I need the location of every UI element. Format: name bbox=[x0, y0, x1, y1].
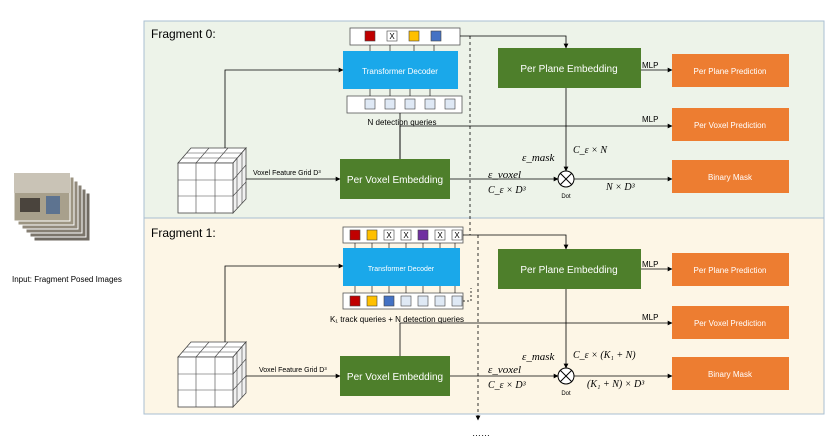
fragment-0-eps-mask: ε_mask bbox=[522, 152, 556, 164]
fragment-1-mask-dim: C_ε × (K₁ + N) bbox=[573, 350, 636, 361]
fragment-1-input-queries-token bbox=[417, 295, 429, 307]
fragment-1-voxel-grid-cube bbox=[177, 340, 247, 409]
fragment-1-input-queries-token bbox=[349, 295, 361, 307]
fragment-0-decoder-label: Transformer Decoder bbox=[362, 67, 438, 76]
fragment-1-voxel-prediction bbox=[672, 306, 789, 339]
fragment-0: Fragment 0: X Transformer Decoder N dete… bbox=[151, 27, 789, 215]
fragment-1-input-queries-token bbox=[366, 295, 378, 307]
fragment-1-per-plane-embedding bbox=[498, 249, 641, 289]
fragment-0-plane-prediction-label: Per Plane Prediction bbox=[694, 67, 767, 76]
fragment-1-mlp-plane-label: MLP bbox=[642, 260, 658, 269]
fragment-0-detection-queries-token bbox=[384, 98, 396, 110]
fragment-0-eps-voxel: ε_voxel bbox=[488, 169, 521, 181]
fragment-1-eps-voxel: ε_voxel bbox=[488, 364, 521, 376]
fragment-1-per-voxel-embedding bbox=[340, 356, 450, 396]
input-image-stack bbox=[13, 172, 91, 242]
fragment-1-input-queries-token bbox=[434, 295, 446, 307]
fragment-1-binary-mask bbox=[672, 357, 789, 390]
fragment-0-output-queries-token bbox=[430, 30, 442, 42]
fragment-1-input-queries bbox=[349, 295, 463, 307]
fragment-1-mlp-voxel-label: MLP bbox=[642, 313, 658, 322]
fragment-1-voxel-embedding-label: Per Voxel Embedding bbox=[347, 372, 443, 383]
fragment-0-connectors bbox=[224, 35, 673, 182]
fragment-1-input-queries-token bbox=[451, 295, 463, 307]
fragment-1-voxel-prediction-label: Per Voxel Prediction bbox=[694, 319, 766, 328]
fragment-0-out-dim: N × D³ bbox=[605, 182, 636, 193]
fragment-0-decoder-arrows bbox=[369, 45, 435, 96]
fragment-0-detection-queries-token bbox=[364, 98, 376, 110]
fragment-1-decoder-arrows bbox=[354, 243, 456, 293]
fragment-0-output-queries-token bbox=[364, 30, 376, 42]
fragment-1-out-dim: (K₁ + N) × D³ bbox=[587, 379, 645, 390]
fragment-0-output-queries-token-label: X bbox=[389, 32, 395, 41]
fragment-1-output-queries-token-label: X bbox=[403, 231, 409, 240]
fragment-1-title: Fragment 1: bbox=[151, 226, 216, 240]
fragment-1-plane-embedding-label: Per Plane Embedding bbox=[520, 265, 617, 276]
fragment-1-voxel-dim: C_ε × D³ bbox=[488, 380, 527, 391]
fragment-1-output-queries-token bbox=[383, 229, 395, 241]
fragment-0-detection-queries-token bbox=[404, 98, 416, 110]
fragment-1-grid-label: Voxel Feature Grid D³ bbox=[259, 367, 327, 374]
fragment-0-detection-queries-token bbox=[444, 98, 456, 110]
fragment-0-title: Fragment 0: bbox=[151, 27, 216, 41]
fragment-0-binary-mask-label: Binary Mask bbox=[708, 173, 753, 182]
fragment-0-output-queries-token bbox=[386, 30, 398, 42]
fragment-1-output-queries-token bbox=[417, 229, 429, 241]
continuation-dots: …… bbox=[472, 428, 490, 437]
fragment-0-queries-caption: N detection queries bbox=[368, 118, 437, 127]
fragment-0-output-queries: X bbox=[364, 30, 442, 42]
fragment-0-plane-prediction bbox=[672, 54, 789, 87]
fragment-0-dot-label: Dot bbox=[561, 194, 571, 200]
fragment-0-grid-label: Voxel Feature Grid D³ bbox=[253, 170, 321, 177]
fragment-1-eps-mask: ε_mask bbox=[522, 351, 556, 363]
fragment-0-per-plane-embedding bbox=[498, 48, 641, 88]
fragment-1-output-queries-token bbox=[400, 229, 412, 241]
fragment-0-detection-queries bbox=[364, 98, 456, 110]
fragment-1-queries-caption: K₁ track queries + N detection queries bbox=[330, 315, 464, 324]
fragment-0-mlp-voxel-label: MLP bbox=[642, 115, 658, 124]
fragment-0-plane-embedding-label: Per Plane Embedding bbox=[520, 64, 617, 75]
fragment-0-transformer-decoder bbox=[343, 51, 458, 89]
fragment-1: Fragment 1: X X X X Transformer Decoder K₁ … bbox=[151, 226, 789, 409]
fragment-1-binary-mask-label: Binary Mask bbox=[708, 370, 753, 379]
fragment-1-input-queries-token bbox=[383, 295, 395, 307]
fragment-0-per-voxel-embedding bbox=[340, 159, 450, 199]
fragment-1-output-queries-token-label: X bbox=[454, 231, 460, 240]
fragment-1-output-queries-token bbox=[349, 229, 361, 241]
fragment-1-plane-prediction bbox=[672, 253, 789, 286]
fragment-1-output-queries-token-label: X bbox=[386, 231, 392, 240]
fragment-0-voxel-embedding-label: Per Voxel Embedding bbox=[347, 175, 443, 186]
fragment-0-binary-mask bbox=[672, 160, 789, 193]
fragment-0-voxel-prediction bbox=[672, 108, 789, 141]
fragment-1-decoder-label: Transformer Decoder bbox=[368, 266, 435, 273]
fragment-0-mask-dim: C_ε × N bbox=[573, 145, 608, 156]
fragment-1-output-queries-token bbox=[451, 229, 463, 241]
fragment-1-input-queries-token bbox=[400, 295, 412, 307]
fragment-1-connectors bbox=[224, 234, 673, 379]
fragment-0-output-queries-token bbox=[408, 30, 420, 42]
fragment-0-mlp-plane-label: MLP bbox=[642, 61, 658, 70]
fragment-1-output-queries-token bbox=[366, 229, 378, 241]
fragment-1-output-queries-token bbox=[434, 229, 446, 241]
input-label: Input: Fragment Posed Images bbox=[12, 275, 122, 284]
fragment-0-detection-queries-token bbox=[424, 98, 436, 110]
fragment-0-voxel-dim: C_ε × D³ bbox=[488, 185, 527, 196]
fragment-1-plane-prediction-label: Per Plane Prediction bbox=[694, 266, 767, 275]
fragment-1-transformer-decoder bbox=[343, 248, 460, 286]
fragment-0-voxel-prediction-label: Per Voxel Prediction bbox=[694, 121, 766, 130]
cross-fragment-dashed-arrow bbox=[469, 36, 481, 421]
fragment-0-voxel-grid-cube bbox=[177, 146, 247, 215]
fragment-1-output-queries-token-label: X bbox=[437, 231, 443, 240]
fragment-1-dot-label: Dot bbox=[561, 391, 571, 397]
